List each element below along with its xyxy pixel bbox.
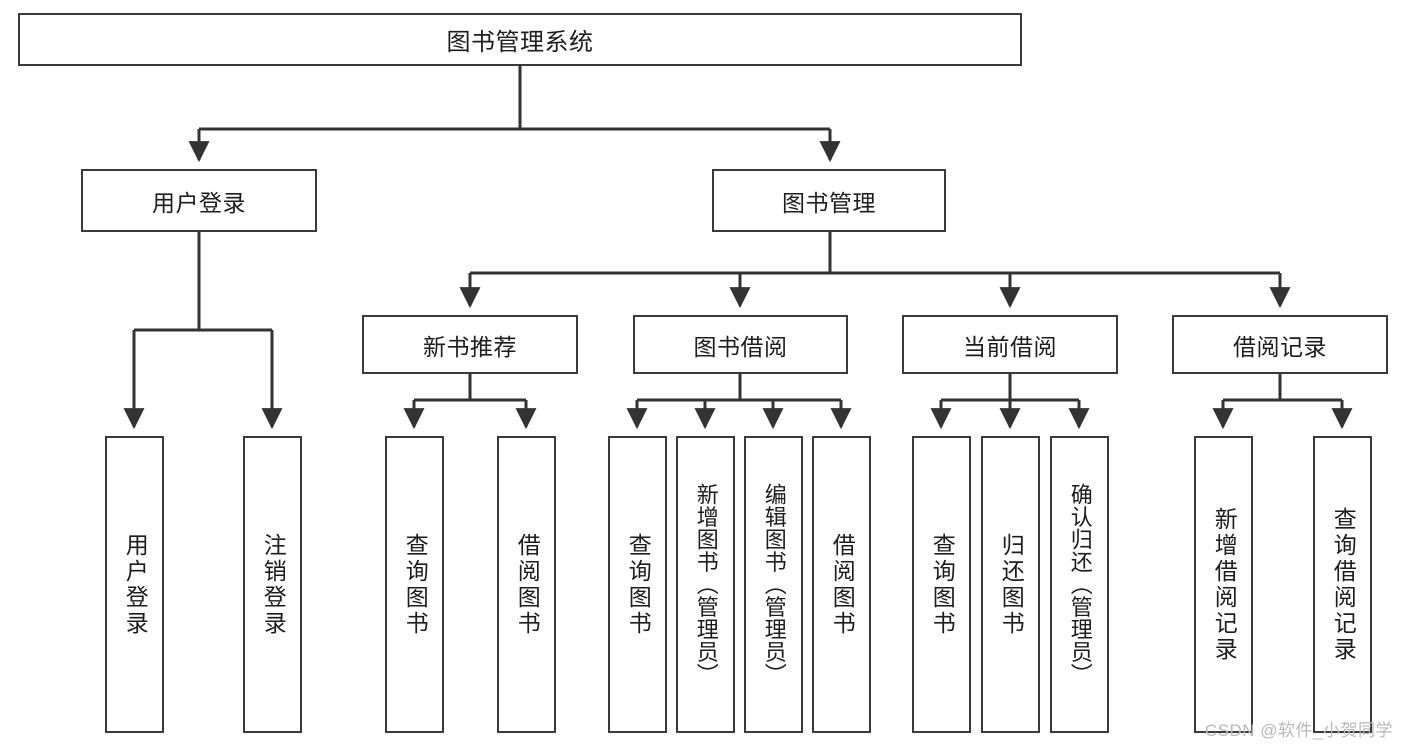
- leaf-label: 借阅图书: [514, 532, 541, 637]
- leaf-current-return-book[interactable]: 归还图书: [981, 436, 1040, 733]
- node-book-management[interactable]: 图书管理: [712, 169, 946, 232]
- leaf-borrow-edit-book-admin[interactable]: 编辑图书（管理员）: [744, 436, 803, 733]
- leaf-label: 新增借阅记录: [1211, 506, 1238, 663]
- leaf-label: 新增图书（管理员）: [693, 483, 719, 686]
- leaf-label: 查询图书: [402, 532, 429, 637]
- leaf-current-confirm-return-admin[interactable]: 确认归还（管理员）: [1050, 436, 1109, 733]
- node-root-system[interactable]: 图书管理系统: [18, 13, 1022, 66]
- node-new-book-recommend[interactable]: 新书推荐: [362, 315, 578, 374]
- leaf-label: 用户登录: [122, 532, 149, 637]
- leaf-label: 查询图书: [625, 532, 652, 637]
- leaf-label: 查询借阅记录: [1330, 506, 1357, 663]
- leaf-borrow-query-book[interactable]: 查询图书: [608, 436, 667, 733]
- node-book-borrow[interactable]: 图书借阅: [633, 315, 848, 374]
- leaf-borrow-add-book-admin[interactable]: 新增图书（管理员）: [676, 436, 735, 733]
- leaf-label: 注销登录: [260, 532, 287, 637]
- leaf-user-login-signin[interactable]: 用户登录: [105, 436, 164, 733]
- leaf-record-add-record[interactable]: 新增借阅记录: [1194, 436, 1253, 733]
- leaf-label: 确认归还（管理员）: [1067, 483, 1093, 686]
- leaf-label: 查询图书: [929, 532, 956, 637]
- node-borrow-record[interactable]: 借阅记录: [1172, 315, 1388, 374]
- node-current-borrow[interactable]: 当前借阅: [902, 315, 1118, 374]
- node-user-login[interactable]: 用户登录: [81, 169, 317, 232]
- leaf-borrow-borrow-book[interactable]: 借阅图书: [812, 436, 871, 733]
- watermark-text: CSDN @软件_小贺同学: [1204, 721, 1393, 740]
- leaf-label: 归还图书: [998, 532, 1025, 637]
- leaf-new-book-borrow[interactable]: 借阅图书: [497, 436, 556, 733]
- leaf-label: 借阅图书: [829, 532, 856, 637]
- leaf-label: 编辑图书（管理员）: [761, 483, 787, 686]
- leaf-current-query-book[interactable]: 查询图书: [912, 436, 971, 733]
- leaf-record-query-record[interactable]: 查询借阅记录: [1313, 436, 1372, 733]
- leaf-user-login-signout[interactable]: 注销登录: [243, 436, 302, 733]
- leaf-new-book-query[interactable]: 查询图书: [385, 436, 444, 733]
